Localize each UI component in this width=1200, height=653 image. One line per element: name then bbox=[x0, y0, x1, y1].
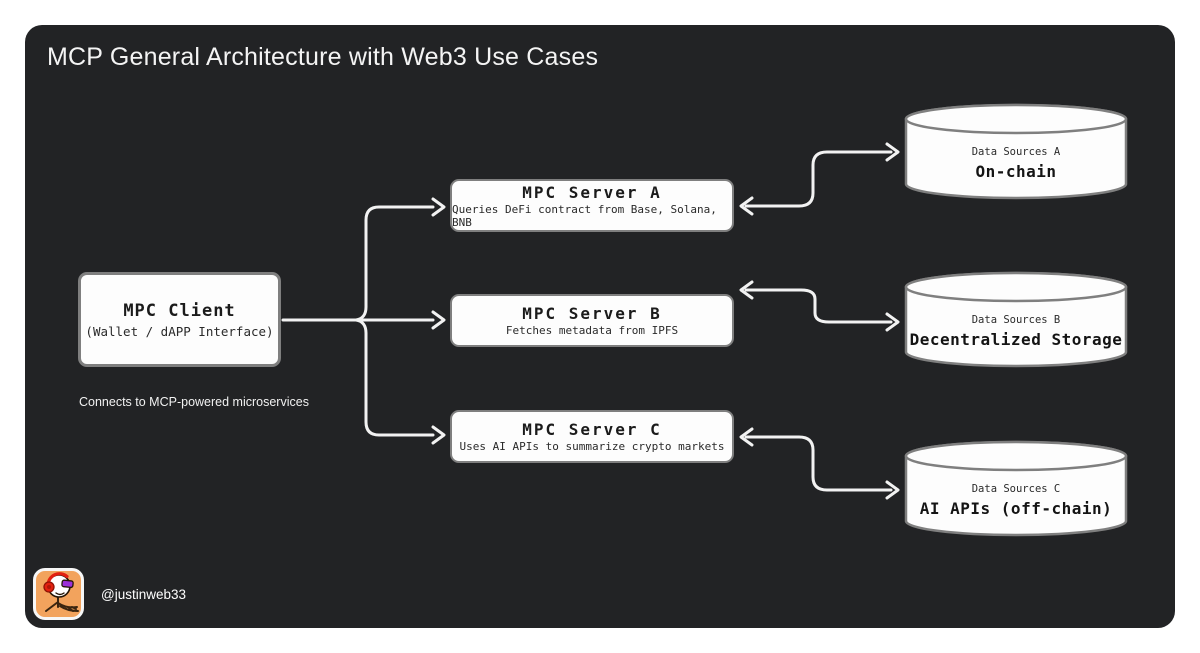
cylinder-shape-icon bbox=[904, 271, 1128, 368]
data-source-a-name: On-chain bbox=[975, 162, 1057, 181]
meme-figure-with-headphones-icon bbox=[43, 572, 79, 612]
client-title: MPC Client bbox=[123, 300, 236, 321]
cylinder-shape-icon bbox=[904, 440, 1128, 537]
server-a-title: MPC Server A bbox=[522, 182, 662, 202]
mpc-server-b-node: MPC Server B Fetches metadata from IPFS bbox=[450, 294, 734, 347]
data-source-c-cylinder: Data Sources C AI APIs (off-chain) bbox=[903, 439, 1129, 539]
data-source-b-name: Decentralized Storage bbox=[909, 330, 1123, 349]
server-c-title: MPC Server C bbox=[522, 420, 662, 439]
mpc-client-node: MPC Client (Wallet / dAPP Interface) bbox=[78, 272, 281, 367]
avatar bbox=[33, 568, 84, 620]
data-source-b-label: Data Sources B bbox=[971, 314, 1061, 326]
diagram-title: MCP General Architecture with Web3 Use C… bbox=[47, 43, 599, 71]
server-b-title: MPC Server B bbox=[522, 304, 662, 323]
data-source-c-name: AI APIs (off-chain) bbox=[919, 499, 1113, 518]
mpc-server-a-node: MPC Server A Queries DeFi contract from … bbox=[450, 179, 734, 232]
author-footer: @justinweb33 bbox=[33, 568, 186, 620]
server-a-subtitle: Queries DeFi contract from Base, Solana,… bbox=[452, 202, 717, 229]
data-source-a-cylinder: Data Sources A On-chain bbox=[903, 102, 1129, 202]
data-source-c-label: Data Sources C bbox=[971, 483, 1061, 495]
data-source-b-cylinder: Data Sources B Decentralized Storage bbox=[903, 270, 1129, 370]
mpc-server-c-node: MPC Server C Uses AI APIs to summarize c… bbox=[450, 410, 734, 463]
server-c-subtitle: Uses AI APIs to summarize crypto markets bbox=[459, 440, 725, 453]
server-b-subtitle: Fetches metadata from IPFS bbox=[505, 324, 679, 337]
client-caption: Connects to MCP-powered microservices bbox=[79, 395, 309, 409]
author-handle: @justinweb33 bbox=[101, 586, 187, 602]
cylinder-shape-icon bbox=[904, 103, 1128, 200]
data-source-a-label: Data Sources A bbox=[971, 146, 1061, 158]
client-subtitle: (Wallet / dAPP Interface) bbox=[85, 323, 274, 339]
